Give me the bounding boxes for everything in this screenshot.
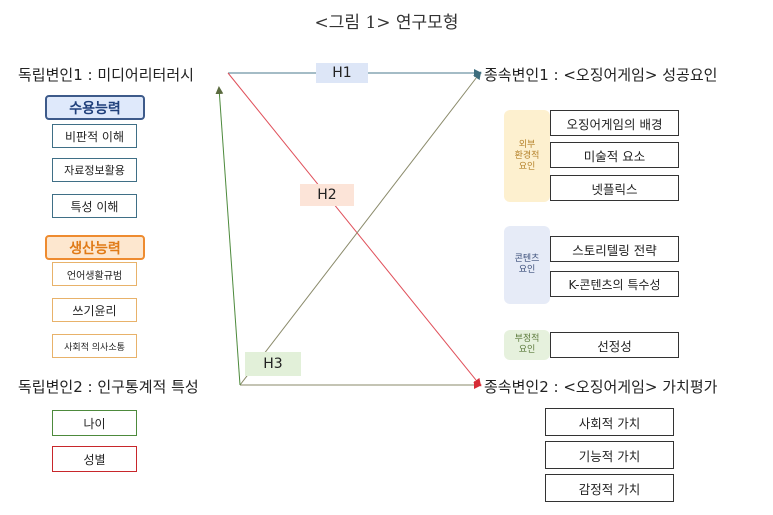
independent-var2-label: 독립변인2 : 인구통계적 특성 <box>18 378 199 396</box>
h3-label: H3 <box>245 352 301 376</box>
production-item: 사회적 의사소통 <box>52 334 137 358</box>
external-factor-group: 외부 환경적 요인 <box>504 110 550 202</box>
reception-header: 수용능력 <box>45 95 145 120</box>
value-eval-item: 사회적 가치 <box>545 408 674 436</box>
h3-arrow-diagonal <box>239 71 482 386</box>
success-factor-item: 넷플릭스 <box>550 175 679 201</box>
reception-item: 자료정보활용 <box>52 158 137 182</box>
success-factor-item: 스토리텔링 전략 <box>550 236 679 262</box>
success-factor-item: 선정성 <box>550 332 679 358</box>
demographic-age-box: 나이 <box>52 410 137 436</box>
dependent-var1-label: 종속변인1 : <오징어게임> 성공요인 <box>484 66 718 84</box>
demographic-gender-box: 성별 <box>52 446 137 472</box>
production-header: 생산능력 <box>45 235 145 260</box>
dependent-var2-label: 종속변인2 : <오징어게임> 가치평가 <box>484 378 718 396</box>
success-factor-item: 미술적 요소 <box>550 142 679 168</box>
var2-to-var1-arrow <box>215 86 241 386</box>
production-item: 쓰기윤리 <box>52 298 137 322</box>
h2-label: H2 <box>300 184 354 206</box>
value-eval-item: 감정적 가치 <box>545 474 674 502</box>
negative-factor-group: 부정적 요인 <box>504 330 550 360</box>
success-factor-item: K-콘텐츠의 특수성 <box>550 271 679 297</box>
success-factor-item: 오징어게임의 배경 <box>550 110 679 136</box>
h2-arrow <box>227 72 482 387</box>
content-factor-group: 콘텐츠 요인 <box>504 226 550 304</box>
reception-item: 특성 이해 <box>52 194 137 218</box>
value-eval-item: 기능적 가치 <box>545 441 674 469</box>
independent-var1-label: 독립변인1 : 미디어리터러시 <box>18 66 194 84</box>
figure-title: <그림 1> 연구모형 <box>314 13 459 33</box>
h1-label: H1 <box>316 63 368 83</box>
production-item: 언어생활규범 <box>52 262 137 286</box>
reception-item: 비판적 이해 <box>52 124 137 148</box>
